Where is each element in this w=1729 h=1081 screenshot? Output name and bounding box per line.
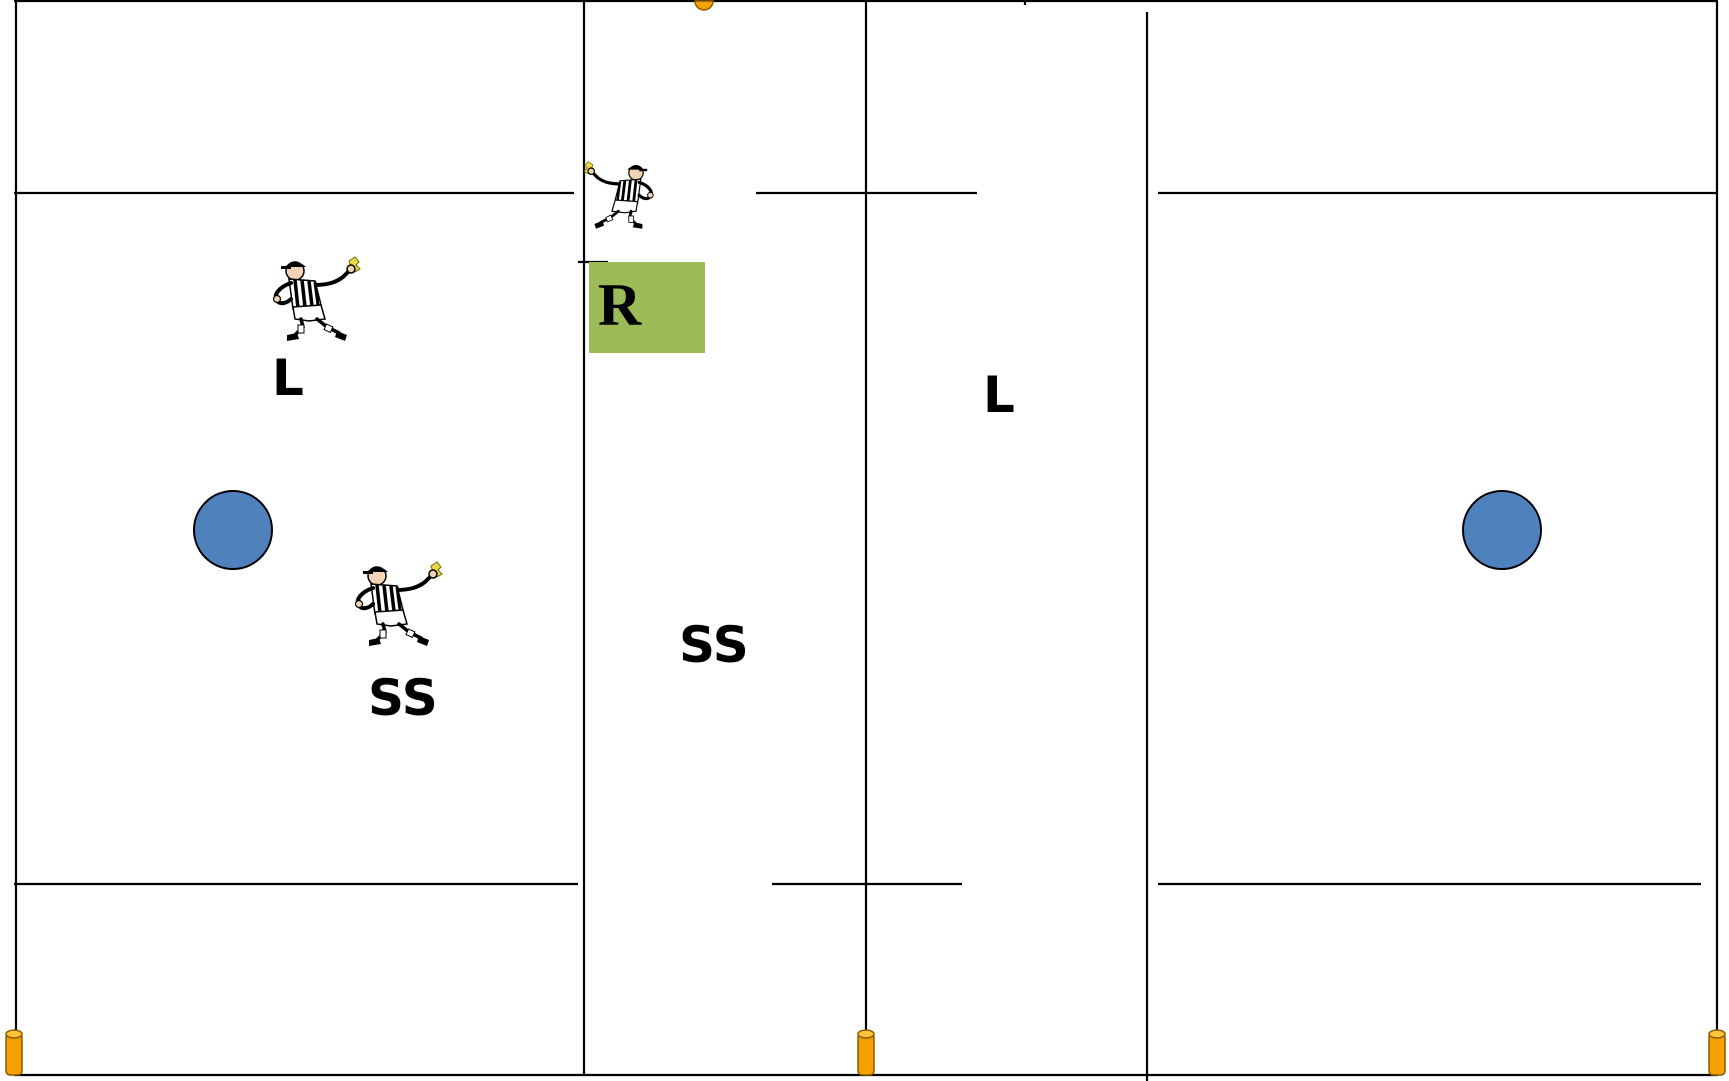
cone-icon bbox=[1709, 1030, 1725, 1075]
referee-box-label: R bbox=[598, 272, 642, 338]
referee-icon bbox=[274, 257, 361, 341]
cone-icon bbox=[6, 1030, 22, 1075]
center-side-label: SS bbox=[679, 616, 749, 674]
right-face-off-circle-icon bbox=[1463, 491, 1541, 569]
top-marker-icon bbox=[695, 1, 713, 10]
cone-icon bbox=[858, 1030, 874, 1075]
left-lead-label: L bbox=[272, 349, 304, 407]
left-side-label: SS bbox=[368, 669, 438, 727]
right-lead-label: L bbox=[983, 366, 1015, 424]
referee-box: R bbox=[589, 262, 705, 353]
referee-icon bbox=[584, 162, 653, 229]
left-face-off-circle-icon bbox=[194, 491, 272, 569]
referee-icon bbox=[356, 562, 443, 646]
